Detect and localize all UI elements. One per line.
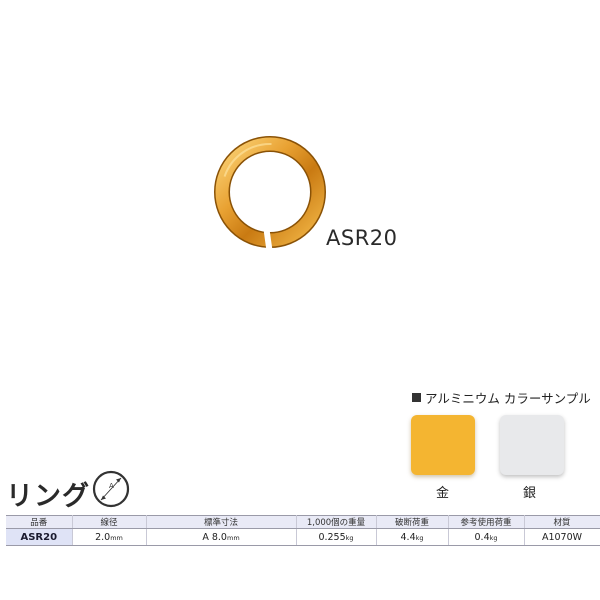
cell-weight: 0.255kg [296, 528, 377, 546]
standard-size-value: A 8.0 [202, 531, 227, 543]
header-code: 品番 [6, 515, 73, 529]
header-working-load: 参考使用荷重 [448, 515, 525, 529]
silver-swatch-label: 銀 [523, 486, 537, 501]
header-material: 材質 [524, 515, 600, 529]
weight-value: 0.255 [318, 531, 346, 543]
wire-diameter-unit: mm [110, 533, 123, 542]
cell-working-load: 0.4kg [448, 528, 525, 546]
standard-size-unit: mm [226, 533, 240, 542]
working-load-value: 0.4 [474, 531, 490, 543]
spec-table: 品番 線径 標準寸法 1,000個の重量 破断荷重 参考使用荷重 材質 ASR2… [6, 515, 600, 546]
cell-material: A1070W [524, 528, 600, 546]
spec-table-header-row: 品番 線径 標準寸法 1,000個の重量 破断荷重 参考使用荷重 材質 [6, 515, 600, 529]
category-title: リング [6, 481, 90, 512]
cell-standard-size: A 8.0mm [146, 528, 297, 546]
cell-breaking-load: 4.4kg [376, 528, 449, 546]
weight-unit: kg [345, 533, 354, 542]
gold-swatch [411, 415, 475, 475]
header-weight: 1,000個の重量 [296, 515, 377, 529]
ring-dimension-icon: A [92, 470, 130, 508]
product-code-label: ASR20 [326, 226, 398, 250]
gold-swatch-label: 金 [436, 486, 450, 501]
color-sample-heading-text: アルミニウム カラーサンプル [425, 391, 591, 406]
working-load-unit: kg [489, 533, 498, 542]
header-wire-diameter: 線径 [72, 515, 147, 529]
table-row: ASR20 2.0mm A 8.0mm 0.255kg 4.4kg 0.4kg … [6, 528, 600, 546]
cell-wire-diameter: 2.0mm [72, 528, 147, 546]
ring-illustration [214, 136, 326, 251]
square-bullet-icon [412, 393, 421, 402]
header-standard-size: 標準寸法 [146, 515, 297, 529]
header-breaking-load: 破断荷重 [376, 515, 449, 529]
dimension-letter: A [109, 482, 114, 490]
cell-code: ASR20 [6, 528, 73, 546]
breaking-load-unit: kg [415, 533, 424, 542]
breaking-load-value: 4.4 [400, 531, 416, 543]
color-sample-heading: アルミニウム カラーサンプル [412, 388, 591, 407]
silver-swatch [500, 415, 564, 475]
wire-diameter-value: 2.0 [95, 531, 111, 543]
